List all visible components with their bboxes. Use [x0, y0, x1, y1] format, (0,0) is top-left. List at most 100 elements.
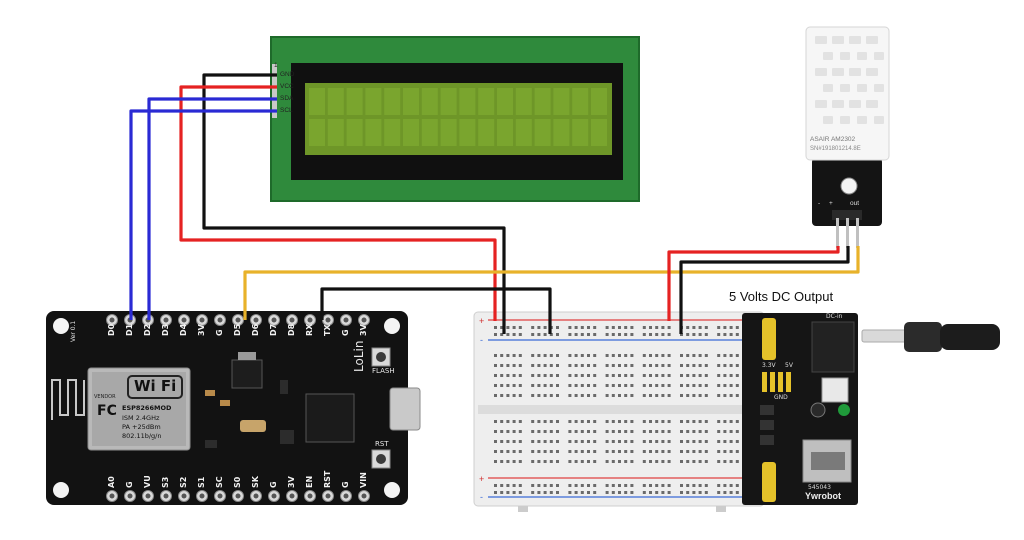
- breadboard-hole: [649, 364, 652, 367]
- lcd-char-cell: [459, 88, 476, 115]
- rst-label: RST: [375, 440, 389, 448]
- breadboard-hole: [587, 484, 590, 487]
- breadboard-hole: [655, 460, 659, 463]
- breadboard-hole: [661, 440, 665, 443]
- breadboard-hole: [642, 384, 646, 387]
- breadboard-hole: [574, 354, 578, 357]
- breadboard-hole: [680, 374, 683, 377]
- breadboard-hole: [568, 333, 572, 336]
- breadboard-hole: [537, 354, 541, 357]
- breadboard-hole: [580, 384, 584, 387]
- breadboard-hole: [729, 394, 733, 397]
- breadboard-hole: [593, 420, 597, 423]
- rail-plus-top: +: [479, 316, 484, 326]
- wire-dht-data: [243, 246, 860, 320]
- breadboard-hole: [580, 333, 584, 336]
- breadboard-hole: [630, 326, 634, 329]
- breadboard-hole: [574, 430, 578, 433]
- breadboard-hole: [543, 450, 547, 453]
- dht-pin-header: [832, 210, 862, 220]
- breadboard-hole: [568, 354, 572, 357]
- version-label: Ver 0.1: [70, 320, 77, 342]
- breadboard-hole: [723, 484, 727, 487]
- breadboard-hole: [661, 326, 665, 329]
- breadboard-hole: [704, 364, 708, 367]
- breadboard-hole: [556, 420, 559, 423]
- dht-vent-slot: [823, 116, 833, 124]
- breadboard-hole: [537, 491, 541, 494]
- breadboard-hole: [556, 374, 559, 377]
- breadboard-hole: [512, 491, 516, 494]
- breadboard-hole: [549, 374, 553, 377]
- breadboard-hole: [729, 384, 733, 387]
- wire-lcd-sda: [147, 97, 277, 320]
- breadboard-hole: [500, 440, 504, 443]
- breadboard-hole: [618, 450, 621, 453]
- breadboard-hole: [506, 420, 510, 423]
- nodemcu-top-pin-label: 3V: [197, 324, 206, 336]
- breadboard-hole: [729, 354, 733, 357]
- breadboard-hole: [661, 384, 665, 387]
- breadboard-hole: [593, 491, 597, 494]
- breadboard-hole: [587, 374, 590, 377]
- breadboard-hole: [512, 460, 516, 463]
- module-name: ESP8266MOD: [122, 404, 172, 412]
- breadboard-hole: [624, 326, 628, 329]
- breadboard-hole: [642, 420, 646, 423]
- breadboard-hole: [549, 430, 553, 433]
- breadboard-hole: [655, 394, 659, 397]
- breadboard-hole: [723, 440, 727, 443]
- breadboard-hole: [642, 491, 646, 494]
- nodemcu-top-pin-hole: [181, 317, 187, 323]
- breadboard-hole: [642, 333, 646, 336]
- breadboard-hole: [692, 384, 696, 387]
- breadboard-hole: [587, 460, 590, 463]
- crystal: [240, 420, 266, 432]
- nodemcu-bottom-pin-label: S2: [179, 476, 188, 488]
- breadboard-hole: [704, 484, 708, 487]
- breadboard-hole: [661, 420, 665, 423]
- breadboard-hole: [704, 440, 708, 443]
- breadboard-hole: [574, 460, 578, 463]
- breadboard-hole: [704, 384, 708, 387]
- plug-strain-relief: [940, 324, 1000, 350]
- breadboard-hole: [605, 354, 609, 357]
- nodemcu-bottom-pin-hole: [181, 493, 187, 499]
- breadboard-hole: [667, 384, 671, 387]
- breadboard-hole: [729, 450, 733, 453]
- lcd-char-cell: [327, 88, 344, 115]
- breadboard-holes: [494, 326, 745, 494]
- breadboard-hole: [580, 430, 584, 433]
- breadboard-hole: [729, 374, 733, 377]
- breadboard-hole: [686, 364, 690, 367]
- breadboard-hole: [649, 450, 652, 453]
- breadboard-hole: [642, 460, 646, 463]
- dht-vent-slot: [832, 100, 844, 108]
- breadboard-hole: [518, 333, 522, 336]
- breadboard-hole: [661, 491, 665, 494]
- breadboard-hole: [729, 326, 733, 329]
- breadboard-hole: [500, 420, 504, 423]
- nodemcu-bottom-pin-hole: [325, 493, 331, 499]
- jumper-header-pins: [762, 372, 791, 392]
- breadboard-hole: [692, 440, 696, 443]
- breadboard-hole: [605, 384, 609, 387]
- breadboard-hole: [642, 450, 646, 453]
- breadboard-hole: [649, 460, 652, 463]
- lcd-char-cell: [309, 119, 325, 146]
- breadboard-hole: [518, 394, 522, 397]
- breadboard-hole: [605, 364, 609, 367]
- dht-vent-slot: [874, 116, 884, 124]
- breadboard-hole: [704, 326, 708, 329]
- lcd-char-cell: [346, 119, 363, 146]
- nodemcu-bottom-pin-hole: [145, 493, 151, 499]
- breadboard-hole: [624, 354, 628, 357]
- breadboard-hole: [649, 491, 652, 494]
- breadboard-hole: [580, 440, 584, 443]
- lcd-char-cell: [497, 119, 513, 146]
- nodemcu-top-pin-hole: [343, 317, 349, 323]
- breadboard-hole: [494, 430, 497, 433]
- breadboard-hole: [661, 484, 665, 487]
- breadboard-hole: [580, 491, 584, 494]
- breadboard-hole: [717, 364, 721, 367]
